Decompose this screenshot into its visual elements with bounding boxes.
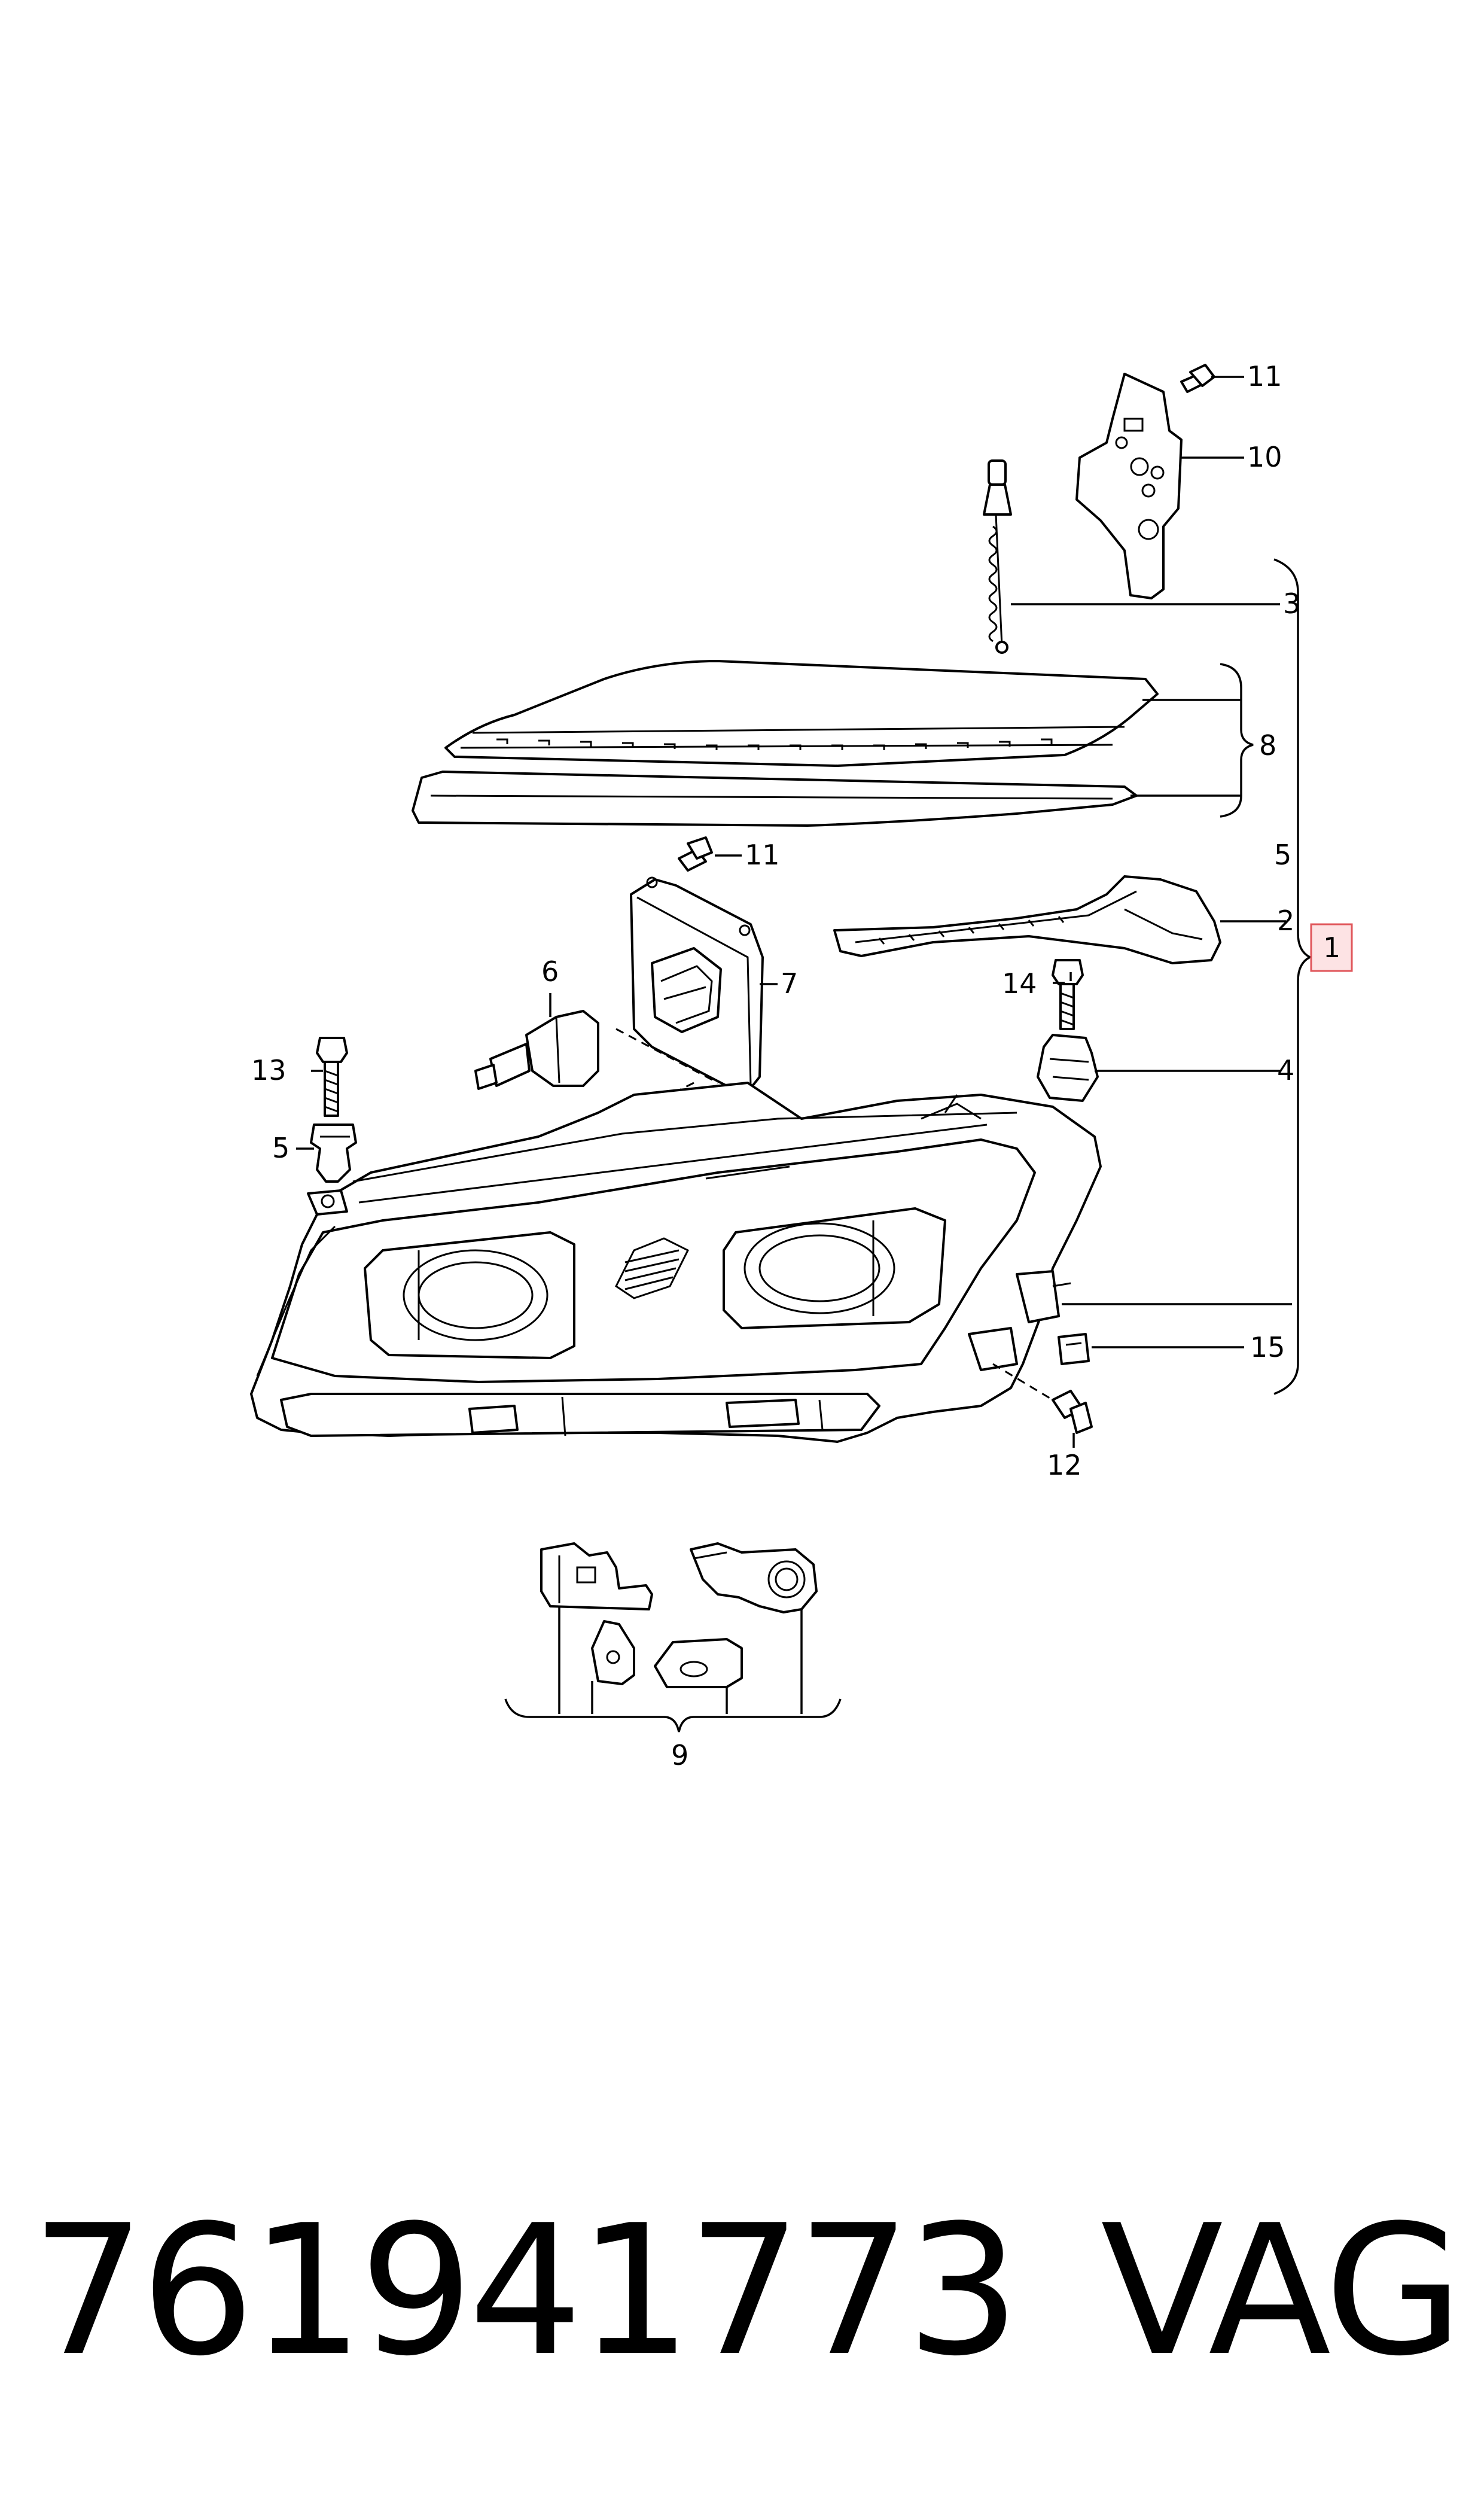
- callout-3: 3: [1283, 587, 1300, 620]
- brace-part-8: [1220, 663, 1254, 818]
- callout-1: 1: [1323, 931, 1340, 964]
- callout-11-mid: 11: [745, 839, 780, 871]
- callout-11-top: 11: [1247, 360, 1282, 392]
- callout-5-left: 5: [272, 1132, 290, 1164]
- callout-8: 8: [1259, 729, 1276, 762]
- screw-13: [316, 1037, 348, 1117]
- callout-10: 10: [1247, 441, 1282, 473]
- callout-2: 2: [1277, 905, 1294, 937]
- part-9-repair-tab-d: [654, 1638, 743, 1688]
- brace-part-1: [1273, 558, 1312, 1395]
- callout-5-right: 5: [1274, 839, 1291, 871]
- screw-11-mid: [678, 836, 713, 872]
- callout-6: 6: [541, 955, 559, 988]
- part-15-clip: [1058, 1333, 1090, 1365]
- callout-13: 13: [251, 1054, 287, 1086]
- callout-9: 9: [671, 1739, 688, 1771]
- part-2-carrier-strip: [833, 875, 1221, 964]
- callout-4: 4: [1277, 1054, 1294, 1086]
- part-5-grommet-left: [310, 1123, 357, 1183]
- brace-part-9: [504, 1698, 842, 1733]
- part-3-adjusting-rod: [983, 459, 1012, 654]
- part-10-bracket-plate: [1075, 373, 1183, 599]
- screw-14: [1052, 959, 1084, 1030]
- headlight-housing: [250, 1082, 1102, 1443]
- highlight-box-part-1: [1310, 923, 1353, 972]
- brand-label: VAG: [1101, 2187, 1463, 2395]
- screw-12: [1052, 1390, 1093, 1434]
- callout-12: 12: [1047, 1449, 1082, 1481]
- part-8-lower-seal: [412, 771, 1138, 827]
- callout-7: 7: [781, 967, 798, 1000]
- part-9-repair-tab-c: [591, 1620, 635, 1685]
- callout-14: 14: [1002, 967, 1037, 1000]
- leader-lines: [296, 376, 1292, 1714]
- part-9-repair-tab-a: [540, 1542, 653, 1610]
- part-number: 761941773: [31, 2187, 1020, 2395]
- part-6-bulb: [474, 1010, 599, 1090]
- screw-11-top: [1180, 364, 1215, 393]
- part-7-control-unit: [630, 876, 764, 1093]
- callout-15: 15: [1250, 1331, 1285, 1363]
- part-4-mount-clip: [1037, 1034, 1099, 1102]
- part-9-repair-tab-b: [690, 1542, 818, 1613]
- part-8-upper-seal: [444, 660, 1159, 767]
